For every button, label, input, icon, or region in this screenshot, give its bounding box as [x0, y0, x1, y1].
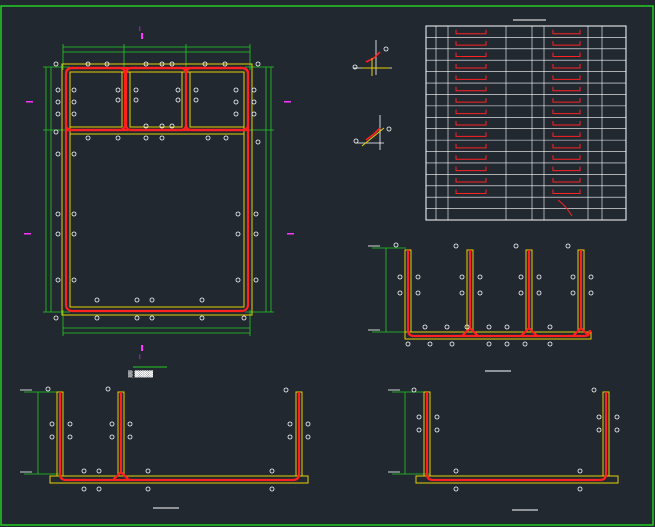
bar-shape-b-11: [552, 143, 581, 149]
bar-shape-a-7: [455, 98, 487, 103]
bar-shape-curved: [557, 199, 573, 217]
plan-note: ▒ ▓▓▓▓: [128, 370, 153, 378]
bar-shape-b-1: [552, 29, 581, 35]
bar-shape-a-8: [455, 109, 487, 115]
bar-shape-b-9: [552, 121, 581, 126]
bar-shape-b-7: [552, 98, 581, 103]
rebar-schedule-table[interactable]: [425, 19, 627, 221]
joint-detail-1[interactable]: [352, 40, 392, 76]
bar-shape-b-8: [552, 109, 581, 115]
section-view-c[interactable]: [388, 387, 620, 511]
section-view-b[interactable]: [20, 386, 311, 509]
bar-shape-a-6: [455, 86, 487, 92]
bar-shape-b-12: [552, 155, 581, 160]
bar-shape-a-5: [455, 75, 487, 80]
bar-shape-a-4: [455, 63, 487, 69]
section-view-a[interactable]: [368, 242, 594, 372]
joint-detail-2[interactable]: [353, 115, 392, 150]
bar-shape-b-13: [552, 166, 581, 172]
bar-shape-a-11: [455, 143, 487, 149]
bar-shape-b-3: [552, 52, 581, 58]
bar-shape-a-15: [455, 189, 487, 194]
section-mark-bottom: I: [139, 354, 141, 361]
bar-shape-b-4: [552, 63, 581, 69]
drawing-frame: [0, 5, 654, 526]
bar-shape-b-14: [552, 178, 581, 183]
bar-shape-a-13: [455, 166, 487, 172]
bar-shape-b-6: [552, 86, 581, 92]
section-mark-top: I: [139, 26, 141, 33]
bar-shape-a-1: [455, 29, 487, 35]
bar-shape-b-15: [552, 189, 581, 194]
bar-shape-b-10: [552, 132, 581, 137]
bar-shape-a-2: [455, 41, 487, 46]
plan-view[interactable]: ▒ ▓▓▓▓: [24, 33, 294, 378]
bar-shape-a-10: [455, 132, 487, 137]
bar-shape-b-2: [552, 41, 581, 46]
bar-shape-a-3: [455, 52, 487, 58]
bar-shape-a-9: [455, 121, 487, 126]
bar-shape-a-12: [455, 155, 487, 160]
bar-shape-b-5: [552, 75, 581, 80]
bar-shape-a-14: [455, 178, 487, 183]
